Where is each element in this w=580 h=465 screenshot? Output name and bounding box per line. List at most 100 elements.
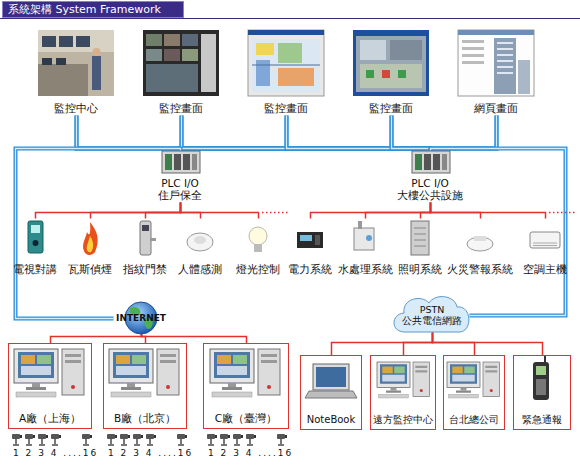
network-bus-core (431, 116, 497, 151)
signal-wire (433, 333, 543, 356)
building-plan-screen (356, 36, 426, 92)
node-label: INTERNET (116, 313, 166, 324)
device-icon: 水處理系統 (336, 218, 394, 276)
light-bulb-icon (249, 227, 267, 252)
factory-box: C廠（臺灣） (203, 343, 289, 429)
signal-wire (91, 203, 181, 219)
building-plan-screen (360, 64, 422, 88)
remote-computer (377, 362, 430, 398)
camera-row (246, 434, 256, 446)
signal-wire (181, 203, 259, 219)
power-meter-icon (315, 235, 320, 245)
node-label: PLC I/O 住戶保全 (140, 177, 220, 202)
network-bus-core (287, 116, 431, 151)
network-bus (182, 116, 431, 151)
control-room-photo (42, 58, 52, 65)
mobile-phone-symbol (536, 379, 546, 395)
smoke-detector-icon (467, 236, 493, 251)
control-room-photo (38, 64, 88, 96)
control-room-photo (38, 30, 114, 52)
fingerprint-lock-icon (150, 238, 156, 241)
signal-wire (366, 203, 431, 219)
lighting-panel-icon (414, 234, 426, 235)
water-treatment-icon (354, 221, 374, 250)
camera-numbers: 1 2 3 4 ....16 (13, 448, 98, 458)
control-room-photo (59, 36, 73, 47)
signal-wire (181, 203, 201, 219)
intercom-icon (28, 221, 43, 253)
network-bus (287, 116, 431, 151)
device-icon: 燈光控制 (232, 218, 284, 276)
camera-grid-screen (143, 30, 219, 96)
node-label: 水處理系統 (338, 263, 393, 276)
camera-numbers: 1 2 3 4 ....16 (208, 448, 293, 458)
node-label: 緊急通報 (522, 414, 562, 426)
notebook-symbol (313, 364, 349, 390)
building-plan-screen (360, 40, 386, 60)
signal-wire (332, 333, 433, 356)
device-icon: 瓦斯偵煙 (64, 218, 116, 276)
signal-wire (421, 203, 431, 219)
network-bus-core (431, 149, 566, 316)
device-icon: 電視對講 (9, 218, 61, 276)
signal-wire (36, 203, 181, 219)
floor-plan-screen (252, 65, 320, 66)
signal-wire (51, 332, 142, 344)
fingerprint-lock-icon (142, 225, 149, 231)
camera-row (207, 434, 217, 446)
node-label: 照明系統 (398, 263, 442, 276)
node-label: 人體感測 (178, 263, 222, 276)
signal-wire (431, 203, 481, 219)
camera-row (12, 434, 287, 446)
node-label: 台北總公司 (449, 414, 499, 426)
control-room-photo (38, 30, 114, 96)
signal-wire (91, 203, 181, 219)
mobile-phone-symbol (533, 362, 549, 400)
water-treatment-icon (358, 221, 362, 229)
pstn-cloud (394, 297, 469, 332)
floor-plan-screen (248, 30, 324, 96)
device-icon: 照明系統 (395, 218, 445, 276)
plc-module (162, 151, 200, 173)
network-bus (77, 116, 431, 151)
signal-wire (431, 203, 481, 219)
camera-row (12, 434, 22, 446)
camera-numbers: 1 2 3 4 ....16 (108, 448, 193, 458)
node-label: A廠（上海） (19, 412, 81, 425)
remote-site-box: 遠方監控中心 (370, 355, 436, 430)
network-bus (77, 116, 181, 151)
web-page-screen (494, 38, 516, 94)
camera-grid-screen (146, 49, 162, 61)
network-bus (181, 116, 287, 151)
web-page-screen (458, 30, 534, 96)
internet-node: INTERNET (113, 305, 169, 331)
network-bus (77, 116, 181, 151)
camera-grid-screen (146, 64, 198, 92)
mobile-phone-symbol (533, 356, 549, 400)
camera-row (82, 434, 92, 446)
signal-wire (433, 333, 543, 356)
device-icon: 空調主機 (518, 218, 572, 276)
lighting-panel-icon (411, 221, 429, 255)
camera-row (107, 434, 117, 446)
camera-row (120, 434, 130, 446)
building-plan-screen (353, 30, 429, 96)
remote-site-box: 台北總公司 (443, 355, 505, 430)
continuation-dots (549, 212, 575, 214)
web-page-screen (458, 30, 534, 35)
web-page-screen (462, 47, 484, 50)
network-bus (16, 149, 181, 319)
light-bulb-icon (249, 227, 267, 245)
device-icon: 電力系統 (285, 218, 335, 276)
node-label: 監控畫面 (264, 102, 308, 115)
signal-wire (181, 203, 201, 219)
monitor-screen: 網頁畫面 (458, 30, 534, 115)
building-plan-screen (353, 30, 429, 96)
signal-wire (36, 203, 181, 219)
fingerprint-lock-icon (140, 221, 151, 255)
signal-wire (332, 333, 433, 356)
plc-module (424, 154, 431, 170)
factory-box: B廠（北京） (103, 343, 187, 429)
pstn-node: PSTN 公共電信網路 (395, 298, 469, 332)
